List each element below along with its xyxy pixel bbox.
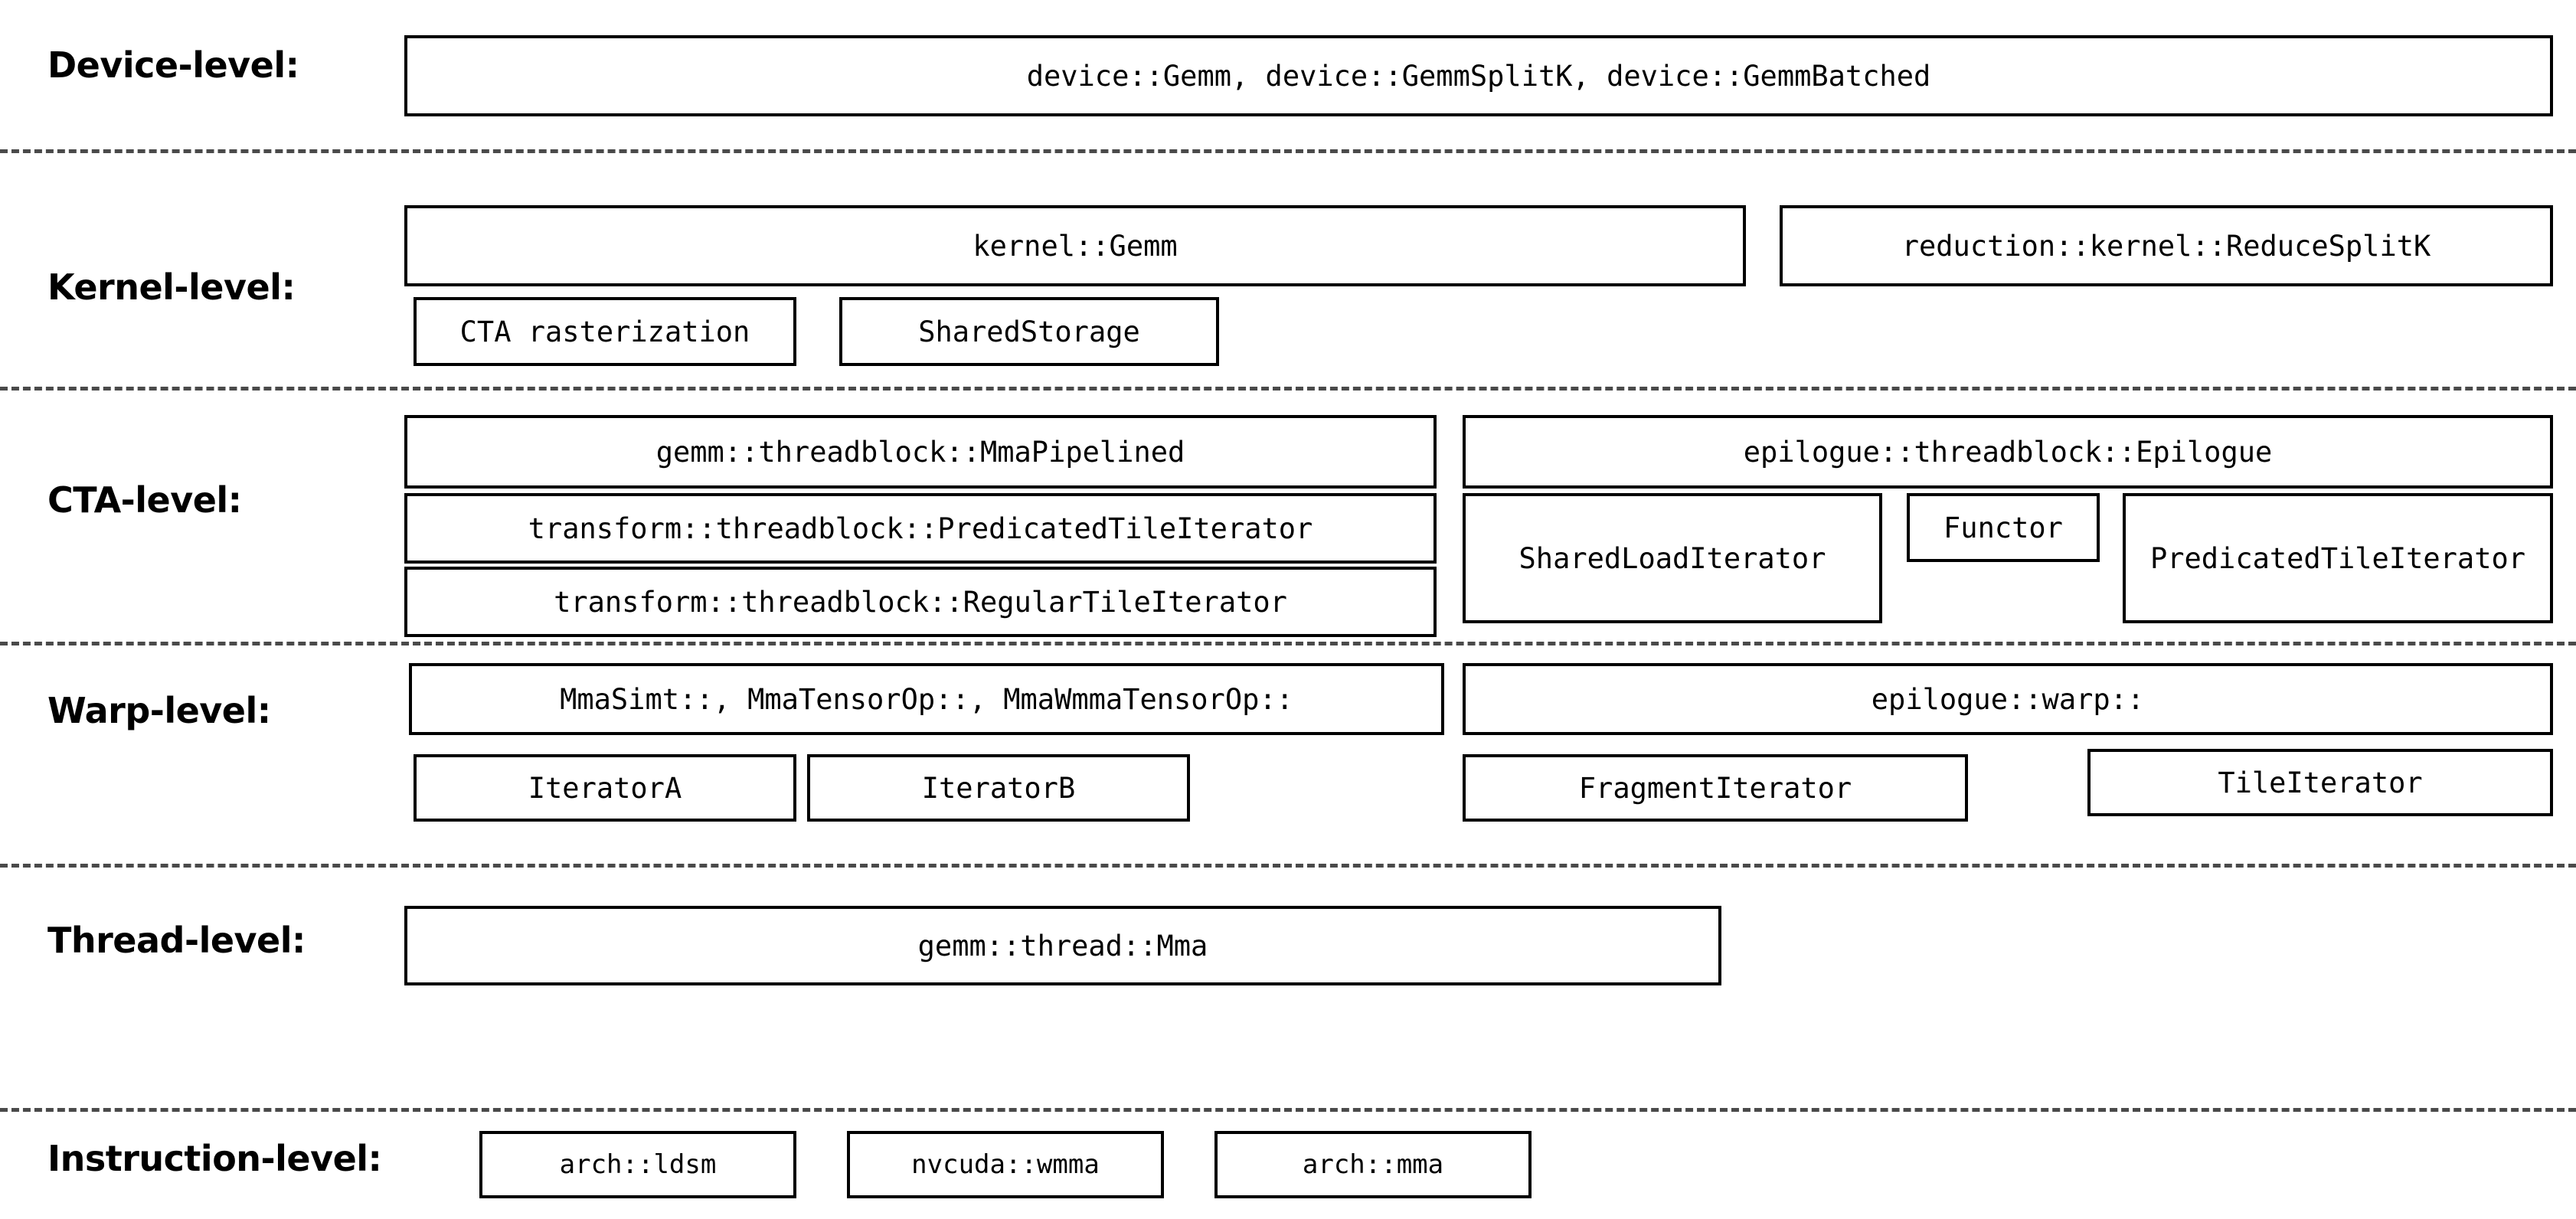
box-label-device-gemm: device::Gemm, device::GemmSplitK, device…	[1026, 59, 1931, 93]
box-functor: Functor	[1907, 493, 2100, 562]
box-label-gemm-threadblock-mmapipelined: gemm::threadblock::MmaPipelined	[655, 435, 1185, 469]
box-label-cta-rasterization: CTA rasterization	[459, 315, 750, 348]
box-device-gemm: device::Gemm, device::GemmSplitK, device…	[404, 35, 2553, 116]
separator-device-kernel	[0, 149, 2576, 153]
box-label-reduction-kernel-reducesplitk: reduction::kernel::ReduceSplitK	[1901, 229, 2431, 263]
box-predicated-tile-iterator: PredicatedTileIterator	[2123, 493, 2553, 623]
box-label-transform-threadblock-predicatedtileiterator: transform::threadblock::PredicatedTileIt…	[528, 511, 1313, 545]
box-label-arch-ldsm: arch::ldsm	[559, 1149, 717, 1180]
box-transform-threadblock-regulartileiterator: transform::threadblock::RegularTileItera…	[404, 567, 1437, 637]
box-label-shared-storage: SharedStorage	[918, 315, 1140, 348]
box-kernel-gemm: kernel::Gemm	[404, 205, 1746, 286]
box-label-iterator-a: IteratorA	[528, 771, 682, 805]
level-label-device: Device-level:	[47, 44, 299, 86]
box-label-fragment-iterator: FragmentIterator	[1578, 771, 1852, 805]
level-label-thread: Thread-level:	[47, 920, 306, 961]
box-tile-iterator: TileIterator	[2087, 749, 2553, 816]
separator-kernel-cta	[0, 387, 2576, 391]
box-gemm-threadblock-mmapipelined: gemm::threadblock::MmaPipelined	[404, 415, 1437, 489]
box-label-gemm-thread-mma: gemm::thread::Mma	[917, 929, 1208, 962]
box-label-kernel-gemm: kernel::Gemm	[973, 229, 1178, 263]
box-epilogue-threadblock-epilogue: epilogue::threadblock::Epilogue	[1463, 415, 2553, 489]
box-arch-mma: arch::mma	[1214, 1131, 1532, 1198]
level-label-kernel: Kernel-level:	[47, 266, 296, 308]
box-shared-load-iterator: SharedLoadIterator	[1463, 493, 1882, 623]
level-label-instruction: Instruction-level:	[47, 1138, 382, 1179]
separator-thread-instruction	[0, 1108, 2576, 1112]
box-label-epilogue-threadblock-epilogue: epilogue::threadblock::Epilogue	[1743, 435, 2273, 469]
box-transform-threadblock-predicatedtileiterator: transform::threadblock::PredicatedTileIt…	[404, 493, 1437, 564]
level-label-cta: CTA-level:	[47, 479, 242, 521]
box-label-arch-mma: arch::mma	[1302, 1149, 1444, 1180]
box-iterator-a: IteratorA	[414, 754, 796, 822]
box-gemm-thread-mma: gemm::thread::Mma	[404, 906, 1721, 985]
box-reduction-kernel-reducesplitk: reduction::kernel::ReduceSplitK	[1780, 205, 2553, 286]
separator-warp-thread	[0, 864, 2576, 868]
box-label-functor: Functor	[1943, 511, 2063, 544]
box-label-tile-iterator: TileIterator	[2218, 766, 2423, 799]
box-shared-storage: SharedStorage	[839, 297, 1219, 366]
box-arch-ldsm: arch::ldsm	[479, 1131, 796, 1198]
box-label-predicated-tile-iterator: PredicatedTileIterator	[2149, 541, 2526, 575]
box-label-shared-load-iterator: SharedLoadIterator	[1518, 541, 1826, 575]
box-iterator-b: IteratorB	[807, 754, 1190, 822]
box-fragment-iterator: FragmentIterator	[1463, 754, 1968, 822]
box-nvcuda-wmma: nvcuda::wmma	[847, 1131, 1164, 1198]
box-label-epilogue-warp: epilogue::warp::	[1871, 682, 2145, 716]
box-mma-simt-tensorop: MmaSimt::, MmaTensorOp::, MmaWmmaTensorO…	[409, 663, 1444, 735]
separator-cta-warp	[0, 642, 2576, 645]
box-label-transform-threadblock-regulartileiterator: transform::threadblock::RegularTileItera…	[554, 585, 1287, 619]
level-label-warp: Warp-level:	[47, 690, 271, 731]
box-label-iterator-b: IteratorB	[921, 771, 1076, 805]
box-label-nvcuda-wmma: nvcuda::wmma	[911, 1149, 1100, 1180]
box-cta-rasterization: CTA rasterization	[414, 297, 796, 366]
box-label-mma-simt-tensorop: MmaSimt::, MmaTensorOp::, MmaWmmaTensorO…	[560, 682, 1293, 716]
box-epilogue-warp: epilogue::warp::	[1463, 663, 2553, 735]
